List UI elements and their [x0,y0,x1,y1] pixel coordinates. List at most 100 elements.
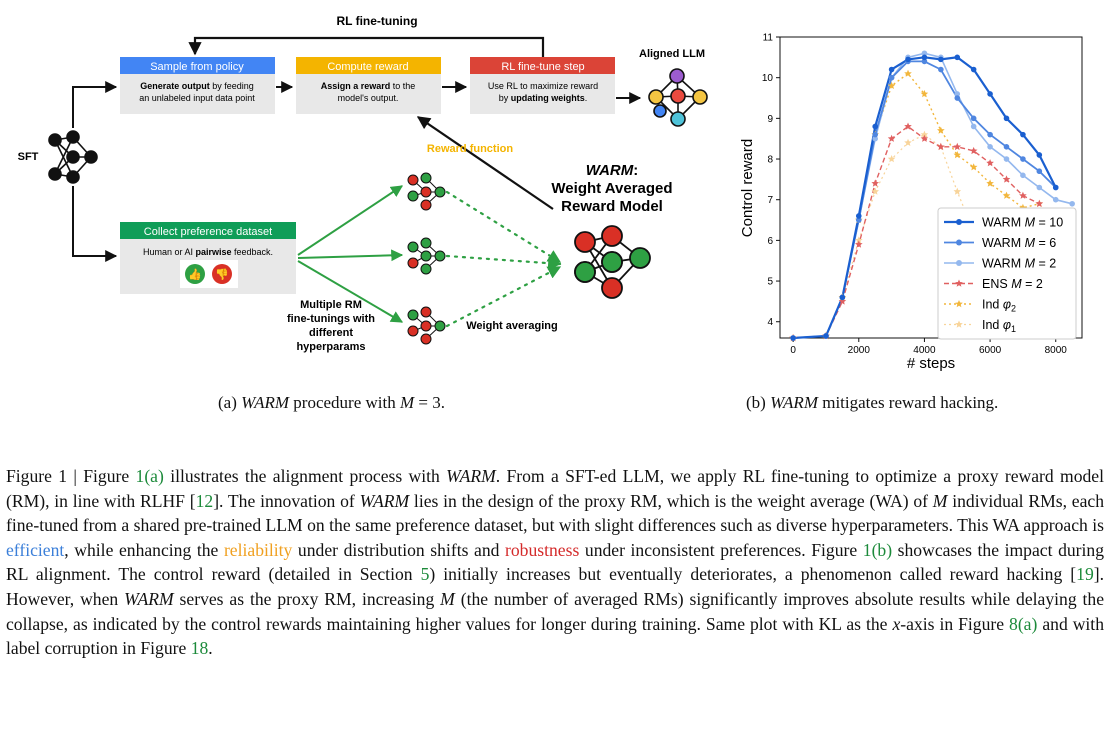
x-axis-label: # steps [907,355,955,372]
data-point [970,123,977,130]
svg-text:👎: 👎 [215,268,229,281]
aligned-llm-label: Aligned LLM [639,48,705,60]
weight-averaging-label: Weight averaging [466,320,557,332]
y-tick-label: 4 [767,317,773,328]
data-point [1020,131,1026,138]
data-point [1003,144,1010,150]
data-point [987,131,993,138]
ref-fig-8a[interactable]: 8(a) [1009,613,1038,634]
data-point [1019,191,1027,199]
aligned-llm-icon [648,68,708,127]
data-point [1002,175,1011,183]
data-point [970,66,977,73]
data-point [790,335,796,341]
cite-19[interactable]: 19 [1076,564,1094,585]
data-point [872,123,878,130]
warm-network-icon [574,225,651,299]
sft-to-sample-arrow [72,81,118,128]
data-point [855,236,863,244]
data-point [1052,184,1059,191]
legend-marker [956,219,962,225]
data-point [1003,156,1010,162]
subcaption-a: (a) WARM procedure with M = 3. [218,393,445,412]
data-point [1036,168,1043,175]
data-point [855,217,862,223]
weight-avg-arrow-2 [445,254,562,270]
svg-text:Human or AI pairwise feedback.: Human or AI pairwise feedback. [143,247,273,257]
data-point [953,142,962,151]
data-point [1069,200,1075,207]
plot-frame [779,36,1083,339]
rl-loop-arrow [188,36,545,58]
data-point [986,159,994,167]
data-point [1020,172,1026,179]
ref-fig-1a[interactable]: 1(a) [135,466,164,486]
legend-box [937,207,1077,340]
finetune-header: RL fine-tune step [501,61,584,73]
data-point [1035,199,1044,207]
warm-subtitle-1: Weight Averaged [551,180,672,197]
data-point [954,54,961,61]
compute-reward-box: Compute reward Assign a reward to the mo… [296,57,441,114]
y-axis-label: Control reward [739,139,756,237]
cite-12[interactable]: 12 [195,490,214,511]
sft-network-icon [48,130,98,184]
data-point [986,179,994,187]
data-point [920,89,929,98]
data-point [905,56,911,63]
sft-label: SFT [18,151,39,163]
data-point [904,122,912,130]
weight-avg-arrow-3 [445,265,562,328]
legend-marker [955,320,963,328]
data-point [953,151,962,159]
figure-canvas: RL fine-tuning SFT Sample from policy Ge… [18,14,1083,372]
data-point [1002,191,1011,199]
rl-finetuning-label: RL fine-tuning [336,14,417,28]
data-point [937,126,945,134]
multiple-rm-label: different [309,327,353,339]
efficient-word: efficient [6,539,65,560]
data-point [938,56,944,63]
legend-marker [955,279,963,287]
data-point [887,81,896,89]
data-point [872,131,878,138]
legend-marker [955,300,963,308]
legend-label: WARM M = 6 [982,236,1056,250]
data-point [1036,184,1043,191]
reward-header: Compute reward [327,61,408,73]
rm-network-1 [407,172,446,211]
sample-text: an unlabeled input data point [139,93,255,103]
multiple-rm-label: fine-tunings with [287,313,375,325]
data-point [1020,156,1026,162]
y-tick-label: 7 [767,195,773,206]
multiple-rm-label: Multiple RM [300,299,362,311]
ref-fig-18[interactable]: 18 [190,638,209,659]
data-point [938,66,944,73]
legend-label: Ind φ1 [982,318,1016,334]
y-tick-label: 10 [762,73,774,84]
svg-text:by updating weights.: by updating weights. [499,93,588,103]
ref-section-5[interactable]: 5 [420,564,430,585]
svg-text:👍: 👍 [188,268,202,281]
data-point [838,297,847,305]
y-tick-label: 8 [767,155,773,166]
legend-label: WARM M = 10 [982,216,1063,230]
ref-fig-1b[interactable]: 1(b) [862,539,893,560]
data-point [871,179,879,187]
y-tick-label: 6 [767,236,773,247]
x-tick-label: 0 [790,345,796,356]
data-point [954,95,961,101]
sft-to-preference-arrow [72,186,118,262]
y-tick-label: 9 [767,114,773,125]
to-rm1-arrow [297,185,403,256]
rm-network-3 [407,306,446,345]
preference-header: Collect preference dataset [144,226,272,238]
legend-marker [956,260,962,266]
data-point [871,187,879,195]
warm-subtitle-2: Reward Model [561,198,663,215]
diagram-a: RL fine-tuning SFT Sample from policy Ge… [18,14,708,353]
svg-text:Assign a reward to the: Assign a reward to the [321,81,416,91]
y-tick-label: 5 [767,277,773,288]
data-point [1036,152,1043,158]
